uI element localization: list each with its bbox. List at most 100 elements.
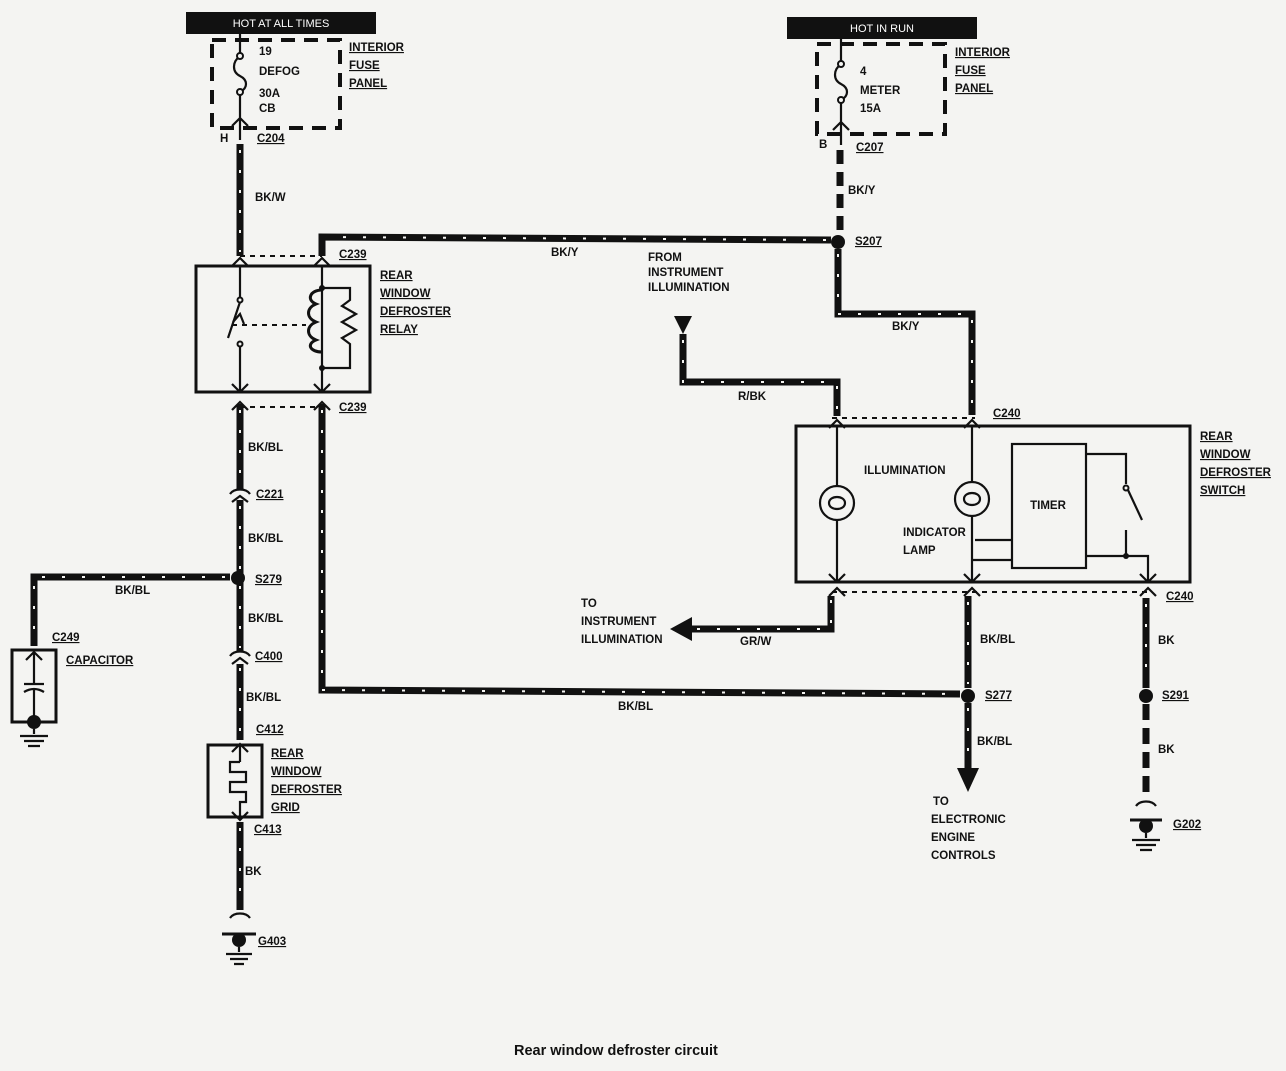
svg-text:FROM: FROM <box>648 252 682 264</box>
wire-gr-w <box>670 596 835 641</box>
wire-label-bk-switch: BK <box>1158 635 1175 647</box>
diagram-caption: Rear window defroster circuit <box>514 1043 718 1059</box>
connector-c240-top: C240 <box>993 408 1021 420</box>
splice-s277 <box>961 689 975 703</box>
svg-text:TO: TO <box>581 598 597 610</box>
from-instrument-illumination: FROM INSTRUMENT ILLUMINATION <box>648 252 730 334</box>
left-fuse-panel: 19 DEFOG 30A CB INTERIOR FUSE PANEL H <box>210 34 405 145</box>
splice-s207 <box>831 235 845 249</box>
svg-text:LAMP: LAMP <box>903 545 936 557</box>
wire-label-bk-grid: BK <box>245 866 262 878</box>
svg-text:B: B <box>819 139 827 151</box>
to-electronic-engine-controls: TO ELECTRONIC ENGINE CONTROLS <box>931 796 1006 862</box>
svg-text:FUSE: FUSE <box>349 60 380 72</box>
svg-text:INSTRUMENT: INSTRUMENT <box>581 616 656 628</box>
connector-c400: C400 <box>255 651 283 663</box>
splice-s279 <box>231 571 245 585</box>
svg-text:REAR: REAR <box>380 270 413 282</box>
defroster-relay: REAR WINDOW DEFROSTER RELAY <box>194 264 452 394</box>
svg-text:GRID: GRID <box>271 802 300 814</box>
wire-bk-bl-to-s277 <box>318 404 961 698</box>
splice-s291 <box>1139 689 1153 703</box>
wire-label-bk-y: BK/Y <box>848 185 876 197</box>
svg-text:ILLUMINATION: ILLUMINATION <box>648 282 730 294</box>
svg-text:CONTROLS: CONTROLS <box>931 850 996 862</box>
svg-text:G202: G202 <box>1173 819 1201 831</box>
svg-text:19: 19 <box>259 46 272 58</box>
svg-text:S207: S207 <box>855 236 882 248</box>
wire-label-bk-bl-switch: BK/BL <box>980 634 1015 646</box>
wire-label-bk-y-right: BK/Y <box>892 321 920 333</box>
svg-text:DEFROSTER: DEFROSTER <box>380 306 452 318</box>
svg-text:S279: S279 <box>255 574 282 586</box>
connector-c207: C207 <box>856 142 884 154</box>
svg-text:S291: S291 <box>1162 690 1189 702</box>
wire-label-bk-bl-3: BK/BL <box>248 613 283 625</box>
to-instrument-illumination: TO INSTRUMENT ILLUMINATION <box>581 598 663 646</box>
svg-text:15A: 15A <box>860 103 881 115</box>
defroster-grid: C412 REAR WINDOW DEFROSTER GRID <box>206 724 343 822</box>
svg-text:ELECTRONIC: ELECTRONIC <box>931 814 1006 826</box>
svg-text:METER: METER <box>860 85 901 97</box>
svg-text:RELAY: RELAY <box>380 324 418 336</box>
wire-label-gr-w: GR/W <box>740 636 771 648</box>
svg-text:REAR: REAR <box>271 748 304 760</box>
wire-r-bk <box>679 334 841 416</box>
illumination-label: ILLUMINATION <box>864 465 946 477</box>
defroster-switch: ILLUMINATION INDICATOR LAMP TIMER REAR W… <box>794 424 1272 584</box>
svg-text:WINDOW: WINDOW <box>1200 449 1251 461</box>
connector-c239-bottom: C239 <box>339 402 367 414</box>
wire-bk-bl-eec <box>957 703 979 792</box>
svg-text:REAR: REAR <box>1200 431 1233 443</box>
connector-c412: C412 <box>256 724 284 736</box>
svg-text:INDICATOR: INDICATOR <box>903 527 967 539</box>
svg-text:PANEL: PANEL <box>349 78 387 90</box>
hot-at-all-times-banner: HOT AT ALL TIMES <box>186 12 376 34</box>
capacitor-label: CAPACITOR <box>66 655 134 667</box>
ground-g403: G403 <box>222 912 286 966</box>
wire-label-bk-bl-1: BK/BL <box>248 442 283 454</box>
connector-c413: C413 <box>254 824 282 836</box>
svg-text:ENGINE: ENGINE <box>931 832 975 844</box>
wire-label-bk-y-mid: BK/Y <box>551 247 579 259</box>
wire-label-bk-bl-4: BK/BL <box>246 692 281 704</box>
wire-label-bk-bl-cap: BK/BL <box>115 585 150 597</box>
wire-label-bk-g202: BK <box>1158 744 1175 756</box>
svg-text:G403: G403 <box>258 936 286 948</box>
right-fuse-panel: 4 METER 15A INTERIOR FUSE PANEL B <box>815 39 1011 151</box>
wire-bk-y-switch <box>834 249 976 415</box>
svg-text:H: H <box>220 133 228 145</box>
connector-c249: C249 <box>52 632 80 644</box>
svg-text:DEFOG: DEFOG <box>259 66 300 78</box>
svg-text:4: 4 <box>860 66 867 78</box>
svg-text:TO: TO <box>933 796 949 808</box>
svg-text:PANEL: PANEL <box>955 83 993 95</box>
svg-text:SWITCH: SWITCH <box>1200 485 1245 497</box>
capacitor: C249 CAPACITOR <box>10 632 134 748</box>
svg-text:HOT AT ALL TIMES: HOT AT ALL TIMES <box>233 18 330 30</box>
svg-text:WINDOW: WINDOW <box>271 766 322 778</box>
connector-c239-top: C239 <box>339 249 367 261</box>
svg-text:S277: S277 <box>985 690 1012 702</box>
svg-text:HOT IN RUN: HOT IN RUN <box>850 23 914 35</box>
svg-text:ILLUMINATION: ILLUMINATION <box>581 634 663 646</box>
hot-in-run-banner: HOT IN RUN <box>787 17 977 39</box>
connector-c240-bottom: C240 <box>1166 591 1194 603</box>
svg-text:DEFROSTER: DEFROSTER <box>1200 467 1272 479</box>
wire-label-bk-bl-2: BK/BL <box>248 533 283 545</box>
wire-bk-y-relay <box>318 233 832 256</box>
wire-bk-bl-capacitor <box>30 573 230 646</box>
wire-label-bk-bl-bottom: BK/BL <box>618 701 653 713</box>
timer-label: TIMER <box>1030 500 1066 512</box>
svg-text:INTERIOR: INTERIOR <box>955 47 1011 59</box>
ground-g202: G202 <box>1130 800 1201 852</box>
svg-text:FUSE: FUSE <box>955 65 986 77</box>
wire-label-bk-bl-eec: BK/BL <box>977 736 1012 748</box>
svg-text:INTERIOR: INTERIOR <box>349 42 405 54</box>
svg-text:WINDOW: WINDOW <box>380 288 431 300</box>
svg-text:INSTRUMENT: INSTRUMENT <box>648 267 723 279</box>
wire-label-bk-w: BK/W <box>255 192 286 204</box>
svg-text:DEFROSTER: DEFROSTER <box>271 784 343 796</box>
wire-label-r-bk: R/BK <box>738 391 767 403</box>
